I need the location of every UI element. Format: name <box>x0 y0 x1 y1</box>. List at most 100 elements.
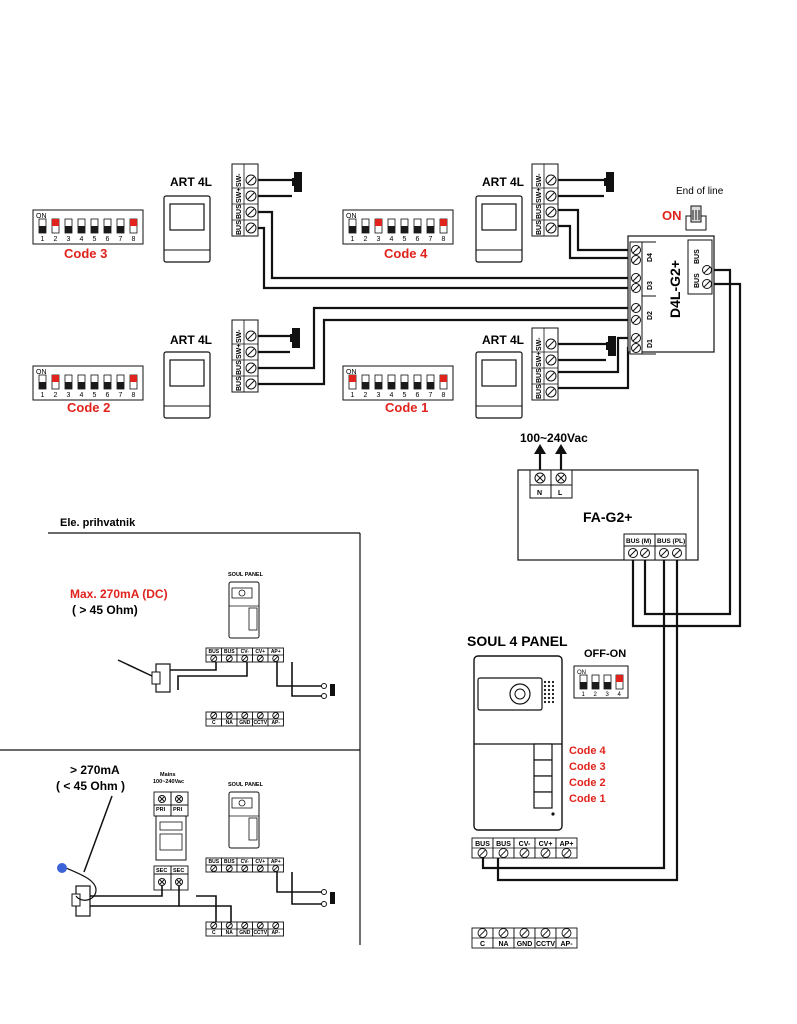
wires <box>258 178 742 882</box>
doorbell-button-icon <box>606 336 616 356</box>
monitor-icon <box>163 195 211 263</box>
terminal-label: SW+ <box>536 188 543 203</box>
terminal-label: SW+ <box>536 352 543 367</box>
dip-number: 1 <box>582 692 586 698</box>
terminal-label: NA <box>226 720 234 726</box>
dip-number: 2 <box>364 236 368 243</box>
screw-terminal-icon <box>256 712 264 719</box>
screw-terminal-icon <box>245 330 257 342</box>
screw-terminal-icon <box>272 865 280 872</box>
lock-current-limit: Max. 270mA (DC) <box>70 587 168 601</box>
terminal-label: BUS <box>496 841 511 848</box>
soul-panel-label: SOUL PANEL <box>228 782 264 788</box>
dip-number: 6 <box>416 392 420 399</box>
pointer-line <box>117 659 153 677</box>
terminal-label: GND <box>517 941 533 948</box>
dip-on-label: ON <box>346 369 357 376</box>
terminal-label: NA <box>226 930 234 936</box>
dip-toggle <box>361 374 370 390</box>
screw-terminal-icon <box>477 848 488 858</box>
dip-number: 7 <box>119 236 123 243</box>
screw-terminal-icon <box>545 190 557 202</box>
screw-terminal-icon <box>241 712 249 719</box>
terminal-label: AP+ <box>271 649 281 655</box>
screw-terminal-icon <box>540 848 551 858</box>
terminal-label: CV+ <box>255 859 265 865</box>
terminal-label: BUS <box>536 368 543 383</box>
dip-toggle <box>361 218 370 234</box>
dip-number: 1 <box>351 392 355 399</box>
terminal-label: GND <box>239 720 251 726</box>
soul-panel-label: SOUL PANEL <box>228 572 264 578</box>
screw-terminal-icon <box>498 928 509 938</box>
dip-number: 4 <box>618 692 622 698</box>
dip-number: 7 <box>119 392 123 399</box>
door-panel-title: SOUL 4 PANEL <box>467 633 568 649</box>
terminal-label: BUS <box>236 360 243 375</box>
dip-number: 4 <box>80 392 84 399</box>
screw-terminal-icon <box>256 922 264 929</box>
dip-number: 8 <box>132 236 136 243</box>
screw-terminal-icon <box>272 922 280 929</box>
transformer-sec-label: SEC <box>173 868 184 874</box>
terminal-label: AP- <box>560 941 573 948</box>
dip-toggle <box>116 374 125 390</box>
distributor-d4l: D4L-G2+ D4 D3 D2 D1 BUS BUS <box>627 186 724 355</box>
transformer-sec-label: SEC <box>156 868 167 874</box>
dip-toggle <box>129 218 138 234</box>
dip-number: 7 <box>429 392 433 399</box>
dip-toggle <box>579 674 588 690</box>
terminal-label: BUS <box>224 649 235 655</box>
monitor-icon <box>475 351 523 419</box>
screw-terminal-icon <box>225 712 233 719</box>
dip-toggle <box>615 674 624 690</box>
terminal-label: BUS <box>236 220 243 235</box>
end-of-line-text: End of line <box>676 186 724 197</box>
screw-terminal-icons <box>702 265 712 289</box>
terminal-label: CV- <box>241 649 250 655</box>
dip-number: 6 <box>106 392 110 399</box>
dip-toggle <box>64 218 73 234</box>
pointer-line <box>83 795 113 873</box>
dip-toggle <box>77 218 86 234</box>
screw-terminal-icon <box>245 174 257 186</box>
transformer-icon <box>153 791 189 891</box>
dip-toggle <box>90 374 99 390</box>
terminal-label: CCTV <box>536 941 555 948</box>
doorbell-button-icon <box>604 172 614 192</box>
code-label: Code 4 <box>384 246 428 261</box>
dip-toggle <box>51 374 60 390</box>
screw-terminal-icon <box>210 655 218 662</box>
lock-section-title: Ele. prihvatnik <box>60 517 136 529</box>
bus-pl-label: BUS (PL) <box>657 538 685 545</box>
dip-toggle <box>77 374 86 390</box>
lock-resistance: ( < 45 Ohm ) <box>56 779 125 793</box>
dip-number: 5 <box>403 236 407 243</box>
screw-terminal-icon <box>256 865 264 872</box>
screw-terminal-icon <box>256 655 264 662</box>
screw-terminal-icon <box>225 922 233 929</box>
transformer-mains-value: 100~240Vac <box>153 779 184 785</box>
dip-number: 3 <box>67 392 71 399</box>
dip-number: 3 <box>377 236 381 243</box>
screw-terminal-icon <box>245 206 257 218</box>
screw-terminal-icon <box>545 222 557 234</box>
screw-terminal-icon <box>545 206 557 218</box>
dip-toggle <box>426 218 435 234</box>
screw-terminal-icons <box>628 548 682 558</box>
screw-terminal-icon <box>545 354 557 366</box>
bus-label: BUS <box>694 273 701 288</box>
terminal-label: BUS <box>536 204 543 219</box>
door-panel-icon <box>473 655 563 831</box>
terminal-label: SW- <box>536 337 543 351</box>
doorbell-button-icon <box>290 328 300 348</box>
power-supply-fa: 100~240Vac N L FA-G2+ BUS (M) BUS (PL) <box>517 431 699 561</box>
